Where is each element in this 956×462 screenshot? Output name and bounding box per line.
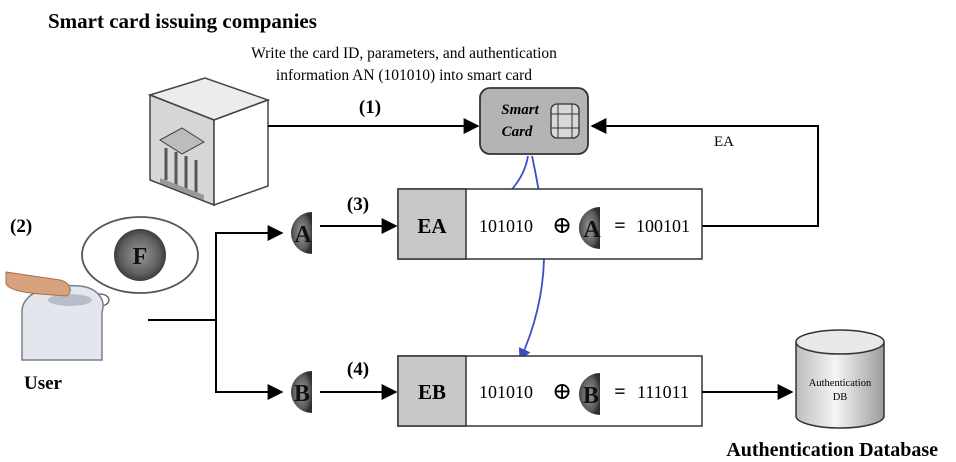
db-label-1: Authentication <box>809 378 872 389</box>
row-a-box: EA 101010 ⊕ A = 100101 <box>397 188 703 260</box>
fingerprint-a-label: A <box>294 222 312 248</box>
step-3-label: (3) <box>347 194 369 215</box>
row-b-value: 101010 <box>479 382 533 402</box>
diagram-title: Smart card issuing companies <box>48 9 317 33</box>
row-a-result: 100101 <box>636 216 690 236</box>
fingerprint-b-icon: B <box>291 371 312 413</box>
step-4-label: (4) <box>347 359 369 380</box>
db-label-2: DB <box>833 392 848 403</box>
row-b-tag: EB <box>418 380 446 404</box>
fingerprint-f-label: F <box>133 244 148 270</box>
row-b-operator: ⊕ <box>552 379 572 405</box>
db-caption: Authentication Database <box>726 439 938 461</box>
branch-to-b-arrow <box>215 320 284 400</box>
fingerprint-a-icon: A <box>291 212 312 254</box>
database-cylinder-icon: Authentication DB <box>795 329 885 429</box>
smart-card-label-1: Smart <box>501 102 539 118</box>
fingerprint-reader-icon <box>5 271 104 361</box>
instruction-line-2: information AN (101010) into smart card <box>276 67 532 84</box>
row-b-part: B <box>583 383 599 409</box>
user-label: User <box>24 373 63 394</box>
row-a-tag: EA <box>417 214 447 238</box>
fingerprint-b-label: B <box>294 381 310 407</box>
step-1-label: (1) <box>359 97 381 118</box>
row-a-operator: ⊕ <box>552 213 572 239</box>
branch-to-a-arrow <box>215 225 284 320</box>
ea-feedback-arrow <box>590 118 819 227</box>
chip-icon <box>550 103 580 139</box>
row-b-box: EB 101010 ⊕ B = 111011 <box>397 355 703 427</box>
row-a-equals: = <box>614 215 625 237</box>
row-a-value: 101010 <box>479 216 533 236</box>
building-icon <box>147 77 271 207</box>
row-a-part: A <box>583 217 601 243</box>
row-b-result: 111011 <box>637 382 689 402</box>
smart-card: Smart Card <box>479 87 589 155</box>
smart-card-label-2: Card <box>502 124 533 140</box>
instruction-line-1: Write the card ID, parameters, and authe… <box>251 45 557 62</box>
thought-bubble: F <box>81 216 199 316</box>
feedback-label: EA <box>714 134 734 150</box>
row-b-equals: = <box>614 381 625 403</box>
step-2-label: (2) <box>10 216 32 237</box>
